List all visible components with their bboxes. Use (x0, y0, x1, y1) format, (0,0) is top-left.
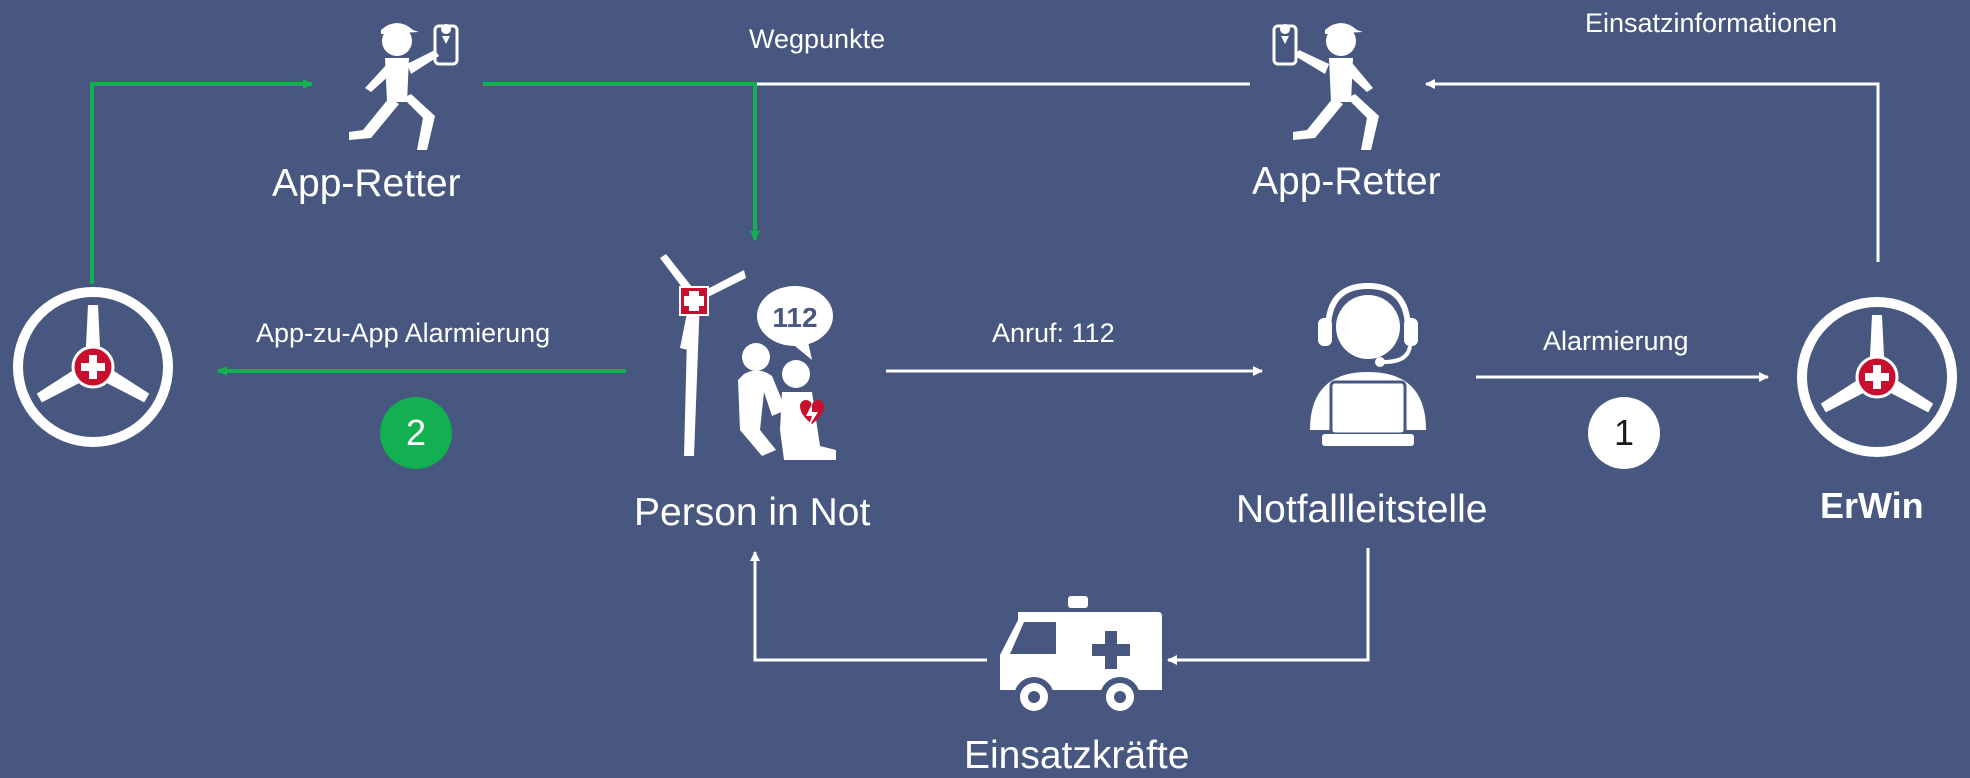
erwin-label: ErWin (1820, 485, 1924, 526)
person-in-not-icon: 112 (660, 254, 836, 460)
edge-app-retter-person-green (483, 82, 760, 241)
erwin-logo-left-icon (13, 287, 173, 447)
app-retter-right-label: App-Retter (1252, 160, 1441, 203)
anruf-label: Anruf: 112 (992, 318, 1115, 348)
app-zu-app-label: App-zu-App Alarmierung (256, 318, 551, 348)
app-retter-right-icon (1272, 23, 1379, 150)
edge-einsatzkraefte-person (750, 551, 987, 662)
edge-einsatzinformationen (1425, 79, 1880, 262)
step-badge-2: 2 (380, 397, 452, 469)
edge-erwin-app-retter-green (90, 79, 313, 284)
app-retter-left-icon (349, 23, 459, 150)
einsatzkraefte-icon (1000, 596, 1162, 717)
wegpunkte-label: Wegpunkte (749, 24, 886, 54)
step-badge-1: 1 (1588, 397, 1660, 469)
notfallleitstelle-icon (1310, 282, 1426, 446)
einsatzkraefte-label: Einsatzkräfte (964, 734, 1190, 777)
app-retter-left-label: App-Retter (272, 162, 461, 205)
einsatzinformationen-label: Einsatzinformationen (1585, 8, 1838, 38)
erwin-logo-right-icon (1797, 297, 1957, 457)
notfallleitstelle-label: Notfallleitstelle (1236, 488, 1488, 531)
person-in-not-label: Person in Not (634, 491, 871, 534)
alarmierung-label: Alarmierung (1543, 326, 1689, 356)
edge-leitstelle-einsatzkraefte (1167, 548, 1370, 665)
svg-text:112: 112 (772, 302, 817, 333)
